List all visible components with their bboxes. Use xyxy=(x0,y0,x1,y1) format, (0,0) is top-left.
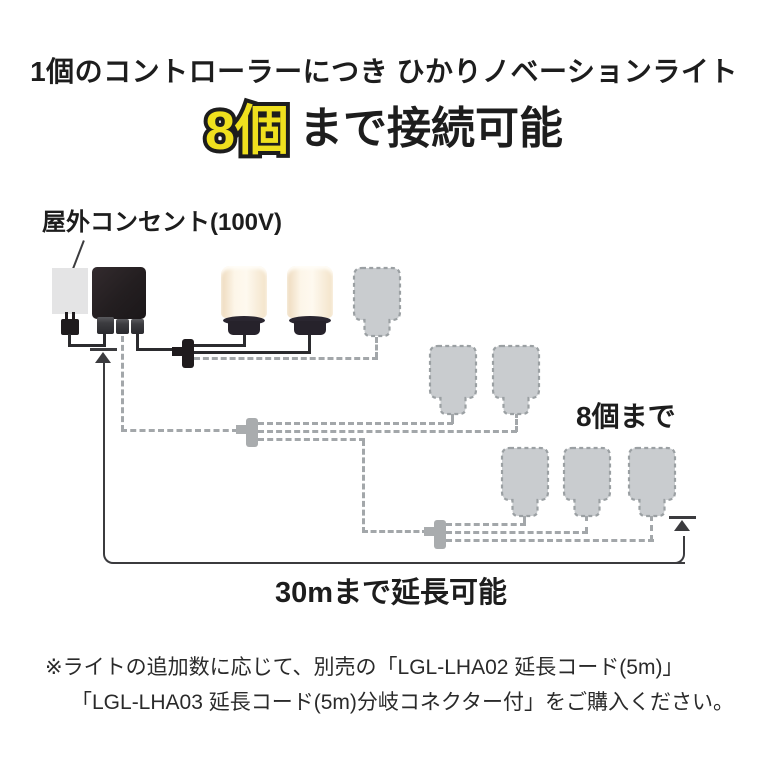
hikari-light-1 xyxy=(221,266,267,336)
measure-line-30m xyxy=(103,363,685,564)
power-plug xyxy=(61,319,79,335)
extension-cable-dashed xyxy=(258,430,517,433)
extension-cable-dashed xyxy=(258,422,453,425)
light-cable-segment xyxy=(308,334,311,354)
branch-connector-gray xyxy=(424,527,435,536)
branch-connector-gray xyxy=(246,418,258,447)
light-cable-segment xyxy=(194,344,246,347)
extension-cable-dashed xyxy=(375,337,378,358)
measure-line-30m-corner xyxy=(664,536,685,564)
ghost-light-4 xyxy=(500,446,550,518)
lamp-shade xyxy=(287,266,333,318)
extension-cable-dashed xyxy=(362,440,365,533)
max-count-label: 8個まで xyxy=(576,401,676,432)
extension-cable-dashed xyxy=(362,530,428,533)
extension-cable-dashed xyxy=(451,412,454,424)
headline-count-fill: 8個 xyxy=(204,101,290,161)
measure-endbar-left xyxy=(90,348,117,351)
ghost-light-3 xyxy=(491,344,541,416)
hikari-light-2 xyxy=(287,266,333,336)
lamp-shade xyxy=(221,266,267,318)
plug-prong xyxy=(72,312,75,320)
controller-box xyxy=(92,267,146,319)
extension-cable-dashed xyxy=(585,515,588,533)
extension-cable-dashed xyxy=(194,357,378,360)
extension-cable-dashed xyxy=(523,515,526,525)
light-cable-segment xyxy=(136,334,139,351)
extension-cable-dashed xyxy=(446,539,654,542)
extension-cable-dashed xyxy=(446,531,588,534)
headline-rest-text: まで接続可能 xyxy=(299,104,564,153)
ghost-light-6 xyxy=(627,446,677,518)
plug-prong xyxy=(65,312,68,320)
power-cable-segment xyxy=(68,334,71,347)
light-cable-segment xyxy=(243,334,246,347)
footnote-line2: 「LGL-LHA03 延長コード(5m)分岐コネクター付」をご購入ください。 xyxy=(71,691,735,714)
outlet-label: 屋外コンセント(100V) xyxy=(42,209,283,236)
extension-cable-dashed xyxy=(121,336,124,431)
controller-port-3 xyxy=(131,319,144,334)
controller-port-1 xyxy=(97,317,114,334)
lamp-base-body xyxy=(294,321,326,335)
measure-endbar-right xyxy=(669,516,696,519)
branch-connector-gray xyxy=(434,520,446,549)
headline-line1: 1個のコントローラーにつき ひかりノベーションライト xyxy=(30,56,738,87)
power-cable-segment xyxy=(68,344,106,347)
measure-arrow-up-left xyxy=(95,352,111,363)
measure-arrow-up-right xyxy=(674,520,690,531)
extension-length-label: 30mまで延長可能 xyxy=(274,577,508,609)
extension-cable-dashed xyxy=(650,515,653,541)
outdoor-outlet xyxy=(52,268,88,314)
power-cable-segment xyxy=(103,334,106,346)
extension-cable-dashed xyxy=(515,412,518,432)
extension-cable-dashed xyxy=(446,523,526,526)
light-cable-segment xyxy=(194,351,311,354)
controller-port-2 xyxy=(116,319,129,334)
lamp-base-body xyxy=(228,321,260,335)
ghost-light-1 xyxy=(352,266,402,338)
ghost-light-2 xyxy=(428,344,478,416)
branch-connector-black xyxy=(182,339,194,368)
branch-connector-black xyxy=(172,347,183,356)
extension-cable-dashed xyxy=(258,438,365,441)
footnote-line1: ※ライトの追加数に応じて、別売の「LGL-LHA02 延長コード(5m)」 xyxy=(45,656,684,679)
light-cable-segment xyxy=(136,348,174,351)
lamp-base xyxy=(289,316,331,325)
extension-cable-dashed xyxy=(121,429,238,432)
headline-count-outline: 8個 xyxy=(201,99,293,163)
branch-connector-gray xyxy=(236,425,247,434)
lamp-base xyxy=(223,316,265,325)
ghost-light-5 xyxy=(562,446,612,518)
